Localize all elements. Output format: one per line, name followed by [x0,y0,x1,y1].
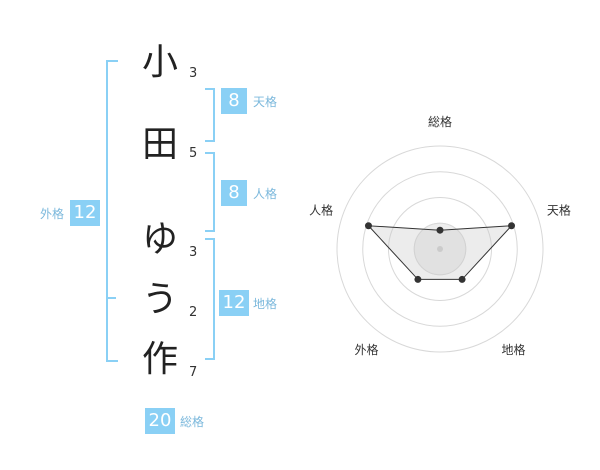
jinkaku-value: 8 [221,180,247,206]
gaikaku-bracket [106,60,118,362]
stroke-count-3: 3 [189,245,198,260]
radar-center-dot [437,246,443,252]
chikaku-bracket [205,238,215,360]
radar-axis-label-3: 地格 [501,342,525,357]
radar-point-4 [414,275,422,283]
radar-series-shape [367,225,513,280]
radar-grid-ring [336,145,544,353]
radar-axis-label-4: 外格 [355,342,379,357]
soukaku-label: 総格 [180,415,205,429]
character-5: 作 [141,339,178,380]
character-4: う [141,279,178,320]
tenkaku-value: 8 [221,88,247,114]
character-2: 田 [141,124,178,165]
radar-grid-ring [388,197,492,301]
stroke-count-2: 5 [189,146,198,161]
character-1: 小 [141,42,178,83]
radar-axis-label-2: 天格 [547,202,571,217]
radar-axis-label-5: 人格 [309,202,333,217]
gaikaku-bracket-tick [106,297,116,299]
chikaku-label: 地格 [253,297,278,311]
soukaku-value: 20 [145,408,175,434]
gaikaku-value: 12 [70,200,100,226]
stroke-count-4: 2 [189,305,198,320]
jinkaku-bracket [205,152,215,232]
radar-point-3 [458,275,466,283]
radar-axis-label-1: 総格 [428,114,452,129]
radar-point-2 [508,222,516,230]
jinkaku-label: 人格 [253,187,278,201]
gaikaku-label: 外格 [40,207,65,221]
radar-point-5 [364,222,372,230]
tenkaku-bracket [205,88,215,142]
tenkaku-label: 天格 [253,95,278,109]
stroke-count-1: 3 [189,66,198,81]
stroke-count-5: 7 [189,365,198,380]
character-3: ゆ [141,219,178,260]
chikaku-value: 12 [219,290,249,316]
radar-grid-ring [362,171,518,327]
radar-point-1 [436,226,444,234]
